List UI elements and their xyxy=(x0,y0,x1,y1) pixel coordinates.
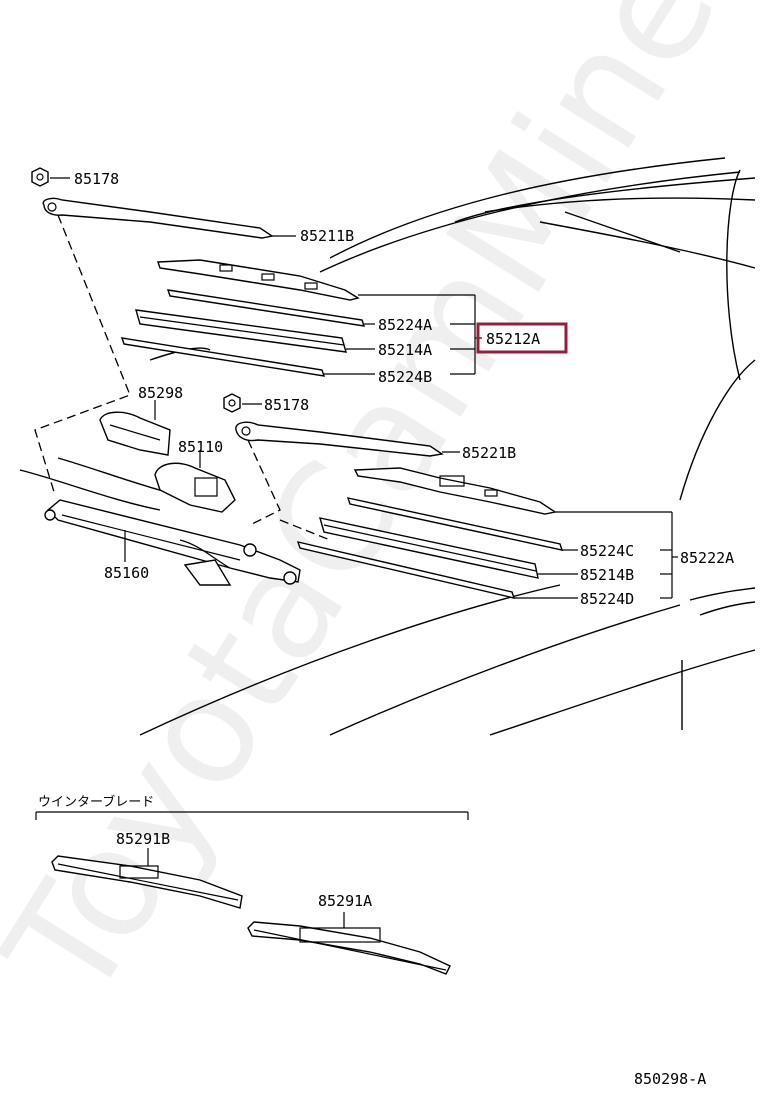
blade-rubber-85214A xyxy=(135,309,375,353)
wiper-arm-85211B xyxy=(42,197,296,239)
label-85221B: 85221B xyxy=(462,444,516,462)
refill-85224D xyxy=(296,541,578,599)
nut-85178-top xyxy=(31,167,70,187)
refill-85224C xyxy=(346,497,578,551)
car-body-outline xyxy=(19,157,756,736)
dashed-assembly-lines xyxy=(34,214,331,541)
label-85298: 85298 xyxy=(138,384,183,402)
wiper-motor-85110 xyxy=(154,450,236,513)
blade-frame-upper xyxy=(157,259,475,301)
blade-frame-lower xyxy=(353,467,672,515)
winter-blade-section: ウインターブレード 85291B 85291A xyxy=(35,794,469,975)
motor-cover-85298 xyxy=(99,400,171,456)
label-85214B: 85214B xyxy=(580,566,634,584)
wiper-link-85160 xyxy=(44,499,301,586)
refill-85224A xyxy=(166,289,375,327)
label-85224A: 85224A xyxy=(378,316,432,334)
label-85222A: 85222A xyxy=(680,549,734,567)
nut-85178-mid xyxy=(223,393,262,413)
bracket-85212A xyxy=(450,295,482,375)
label-85110: 85110 xyxy=(178,438,223,456)
highlight-box-85212A xyxy=(476,322,568,354)
label-85160: 85160 xyxy=(104,564,149,582)
figure-code: 850298-A xyxy=(634,1070,706,1088)
label-85178-mid: 85178 xyxy=(264,396,309,414)
winter-blade-title: ウインターブレード xyxy=(38,794,154,810)
winter-blade-85291B xyxy=(51,848,243,909)
label-85291A: 85291A xyxy=(318,892,372,910)
winter-blade-85291A xyxy=(247,912,451,975)
label-85224C: 85224C xyxy=(580,542,634,560)
label-85178-top: 85178 xyxy=(74,170,119,188)
wiper-arm-85221B xyxy=(235,421,460,457)
bracket-85222A xyxy=(660,512,678,599)
label-85211B: 85211B xyxy=(300,227,354,245)
label-85214A: 85214A xyxy=(378,341,432,359)
label-85291B: 85291B xyxy=(116,830,170,848)
label-85224D: 85224D xyxy=(580,590,634,608)
label-85212A: 85212A xyxy=(486,330,540,348)
refill-85224B xyxy=(120,337,375,377)
blade-rubber-85214B xyxy=(319,517,578,579)
label-85224B: 85224B xyxy=(378,368,432,386)
